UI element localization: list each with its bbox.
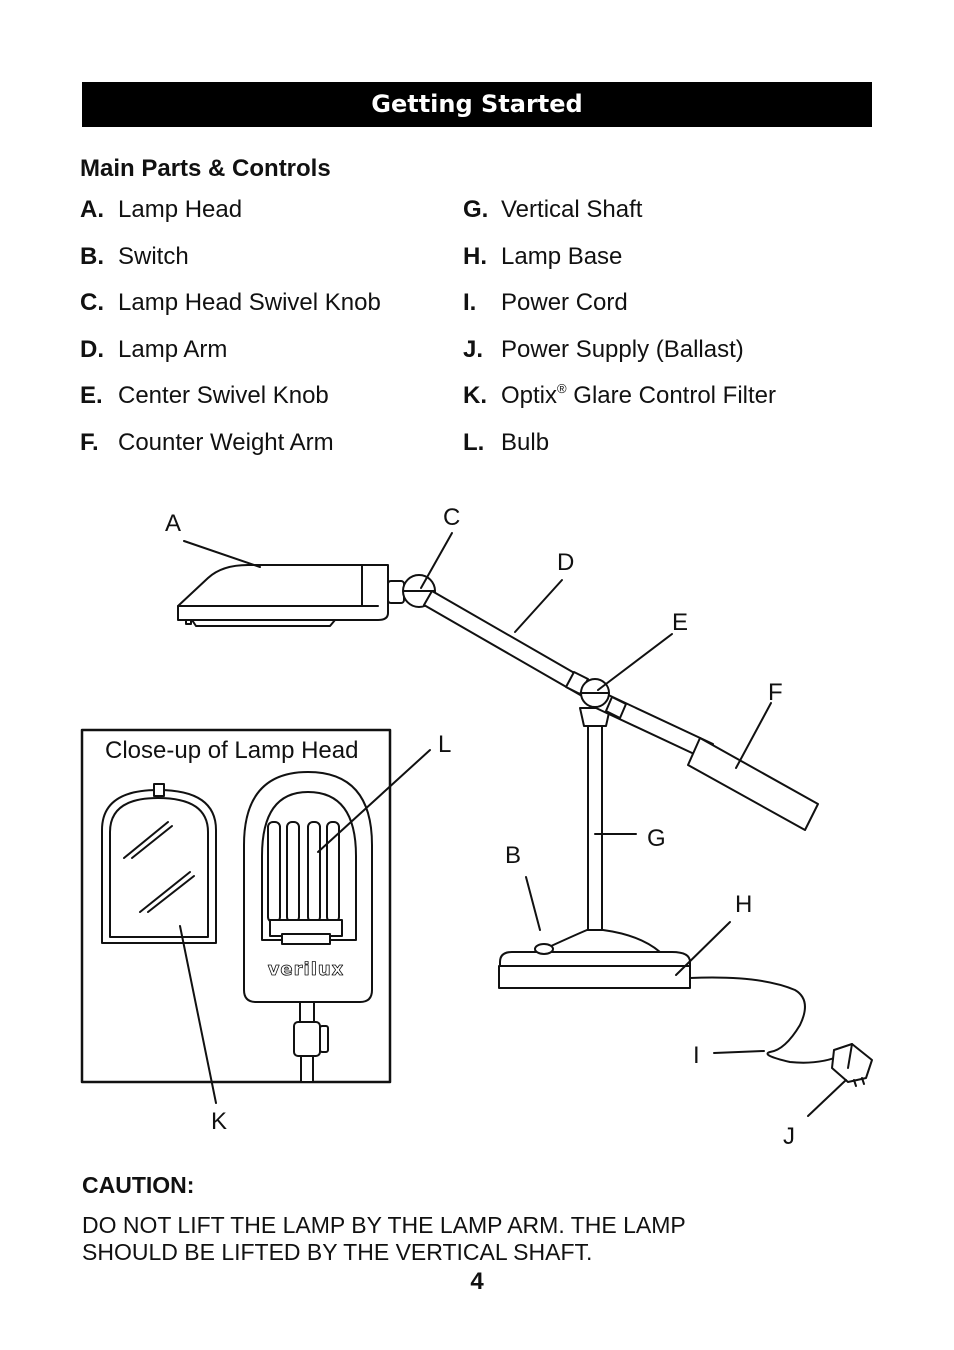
callout-g: G (647, 825, 666, 852)
part-name: Optix (501, 382, 558, 409)
leader-line-c (420, 532, 453, 589)
part-letter: F. (80, 428, 99, 456)
leader-line-l (317, 749, 431, 853)
registered-mark: ® (557, 381, 567, 396)
parts-list-right: G. Vertical Shaft H. Lamp Base I. Power Cor… (463, 195, 863, 474)
part-letter: E. (80, 382, 103, 409)
leader-line-a (183, 540, 261, 568)
part-letter: B. (80, 242, 104, 270)
part-name: Vertical Shaft (501, 196, 643, 223)
part-name: Lamp Head Swivel Knob (118, 289, 381, 316)
part-item-a: A. Lamp Head (80, 195, 480, 242)
part-item-k: K. Optix® Glare Control Filter (463, 381, 863, 428)
leader-line-b (525, 876, 541, 931)
lamp-head-illustration (177, 564, 389, 627)
parts-list-left: A. Lamp Head B. Switch C. Lamp Head Swivel … (80, 195, 480, 474)
caution-title: CAUTION: (82, 1172, 195, 1198)
part-item-j: J. Power Supply (Ballast) (463, 335, 863, 382)
callout-f: F (768, 679, 783, 706)
leader-line-h (675, 921, 731, 976)
parts-heading: Main Parts & Controls (80, 155, 331, 182)
switch-illustration (534, 943, 554, 955)
leader-line-i (713, 1050, 765, 1054)
part-name: Switch (118, 242, 189, 270)
callout-e: E (672, 609, 688, 636)
part-item-b: B. Switch (80, 242, 480, 289)
part-letter: I. (463, 289, 477, 316)
leader-lines (179, 532, 847, 1117)
part-name: Lamp Base (501, 242, 623, 270)
leader-line-j (807, 1079, 847, 1117)
callout-j: J (783, 1123, 795, 1150)
part-item-d: D. Lamp Arm (80, 335, 480, 382)
part-letter: D. (80, 335, 104, 363)
part-item-l: L. Bulb (463, 428, 863, 475)
callout-c: C (443, 504, 460, 531)
power-cord-illustration (689, 976, 843, 1064)
part-item-f: F. Counter Weight Arm (80, 428, 480, 475)
callout-k: K (211, 1108, 227, 1135)
callout-l: L (438, 731, 451, 758)
part-letter: C. (80, 289, 104, 316)
caution-text: DO NOT LIFT THE LAMP BY THE LAMP ARM. TH… (82, 1212, 686, 1265)
section-title: Getting Started (82, 82, 872, 127)
part-name: Center Swivel Knob (118, 382, 329, 409)
part-letter: H. (463, 242, 487, 270)
callout-b: B (505, 842, 521, 869)
part-item-i: I. Power Cord (463, 288, 863, 335)
leader-line-e (597, 633, 673, 691)
part-letter: K. (463, 382, 487, 409)
callout-a: A (165, 510, 181, 537)
part-name: Lamp Head (118, 196, 243, 223)
part-name-suffix: Glare Control Filter (566, 382, 776, 409)
part-letter: G. (463, 196, 489, 223)
part-letter: A. (80, 196, 104, 223)
leader-line-k (179, 925, 217, 1104)
callout-i: I (693, 1042, 700, 1069)
closeup-title: Close-up of Lamp Head (105, 737, 358, 764)
lamp-arm-illustration (423, 590, 591, 697)
part-item-c: C. Lamp Head Swivel Knob (80, 288, 480, 335)
lamp-head-closeup-illustration: verilux (243, 771, 373, 1083)
brand-logo: verilux (268, 959, 345, 980)
lamp-base-illustration (498, 929, 691, 989)
part-letter: J. (463, 335, 484, 363)
part-name: Power Cord (501, 289, 628, 316)
page-number: 4 (470, 1268, 484, 1295)
vertical-shaft-illustration (587, 707, 603, 937)
callout-d: D (557, 549, 574, 576)
part-letter: L. (463, 428, 485, 456)
glare-filter-illustration (101, 783, 217, 944)
part-name: Counter Weight Arm (118, 428, 334, 456)
part-item-h: H. Lamp Base (463, 242, 863, 289)
swivel-connector (387, 580, 405, 604)
part-item-e: E. Center Swivel Knob (80, 381, 480, 428)
leader-line-f (735, 702, 772, 769)
part-name: Power Supply (Ballast) (501, 335, 744, 363)
part-name: Lamp Arm (118, 335, 228, 363)
leader-line-d (514, 579, 563, 633)
part-item-g: G. Vertical Shaft (463, 195, 863, 242)
part-name: Bulb (501, 428, 550, 456)
callout-h: H (735, 891, 752, 918)
